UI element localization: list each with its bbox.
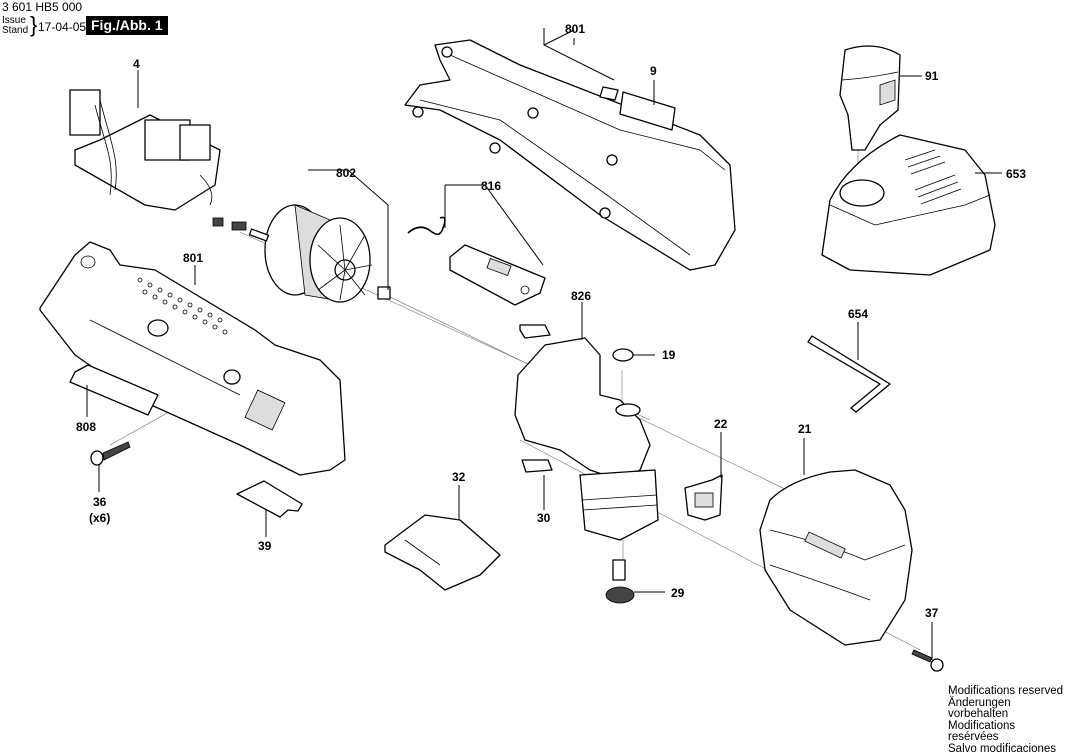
part-39-label <box>237 481 302 517</box>
part-4-switch-module <box>70 90 223 226</box>
label-21: 21 <box>798 422 812 436</box>
label-9: 9 <box>650 64 657 78</box>
part-816-switch-slide <box>408 217 545 305</box>
label-36-quantity: (x6) <box>89 511 110 525</box>
part-32-base <box>385 515 500 590</box>
notice-line-en: Modifications reserved <box>948 686 1065 698</box>
part-21-front-cover <box>760 470 912 645</box>
label-22: 22 <box>714 417 728 431</box>
part-37-screw <box>912 650 943 671</box>
label-653: 653 <box>1006 167 1026 181</box>
label-654: 654 <box>848 307 868 321</box>
part-801-housing-top <box>405 40 735 270</box>
label-19: 19 <box>662 348 676 362</box>
label-36: 36 <box>93 495 107 509</box>
label-91: 91 <box>925 69 939 83</box>
exploded-parts-diagram: 4 801 9 91 653 802 816 801 826 19 654 80… <box>0 0 1065 734</box>
part-802-motor <box>232 205 390 302</box>
label-801-top: 801 <box>565 22 585 36</box>
part-36-screw <box>91 442 130 465</box>
label-808: 808 <box>76 420 96 434</box>
part-653-charger <box>822 135 995 275</box>
label-39: 39 <box>258 539 272 553</box>
part-91-battery <box>840 46 900 150</box>
notice-line-de: Änderungen vorbehalten <box>948 698 1065 721</box>
label-37: 37 <box>925 606 939 620</box>
notice-line-fr: Modifications resérvées <box>948 721 1065 744</box>
label-802: 802 <box>336 166 356 180</box>
part-22-clip <box>685 475 722 520</box>
modifications-notice: Modifications reserved Änderungen vorbeh… <box>948 686 1065 755</box>
part-826-gear-head <box>515 325 658 540</box>
label-30: 30 <box>537 511 551 525</box>
label-32: 32 <box>452 470 466 484</box>
part-19-cap <box>613 349 633 361</box>
part-654-hex-key <box>808 336 890 412</box>
part-29-knob-screw <box>606 560 634 603</box>
label-826: 826 <box>571 289 591 303</box>
label-801-left: 801 <box>183 251 203 265</box>
label-816: 816 <box>481 179 501 193</box>
label-29: 29 <box>671 586 685 600</box>
label-4: 4 <box>133 57 140 71</box>
notice-line-es: Salvo modificaciones <box>948 744 1065 755</box>
